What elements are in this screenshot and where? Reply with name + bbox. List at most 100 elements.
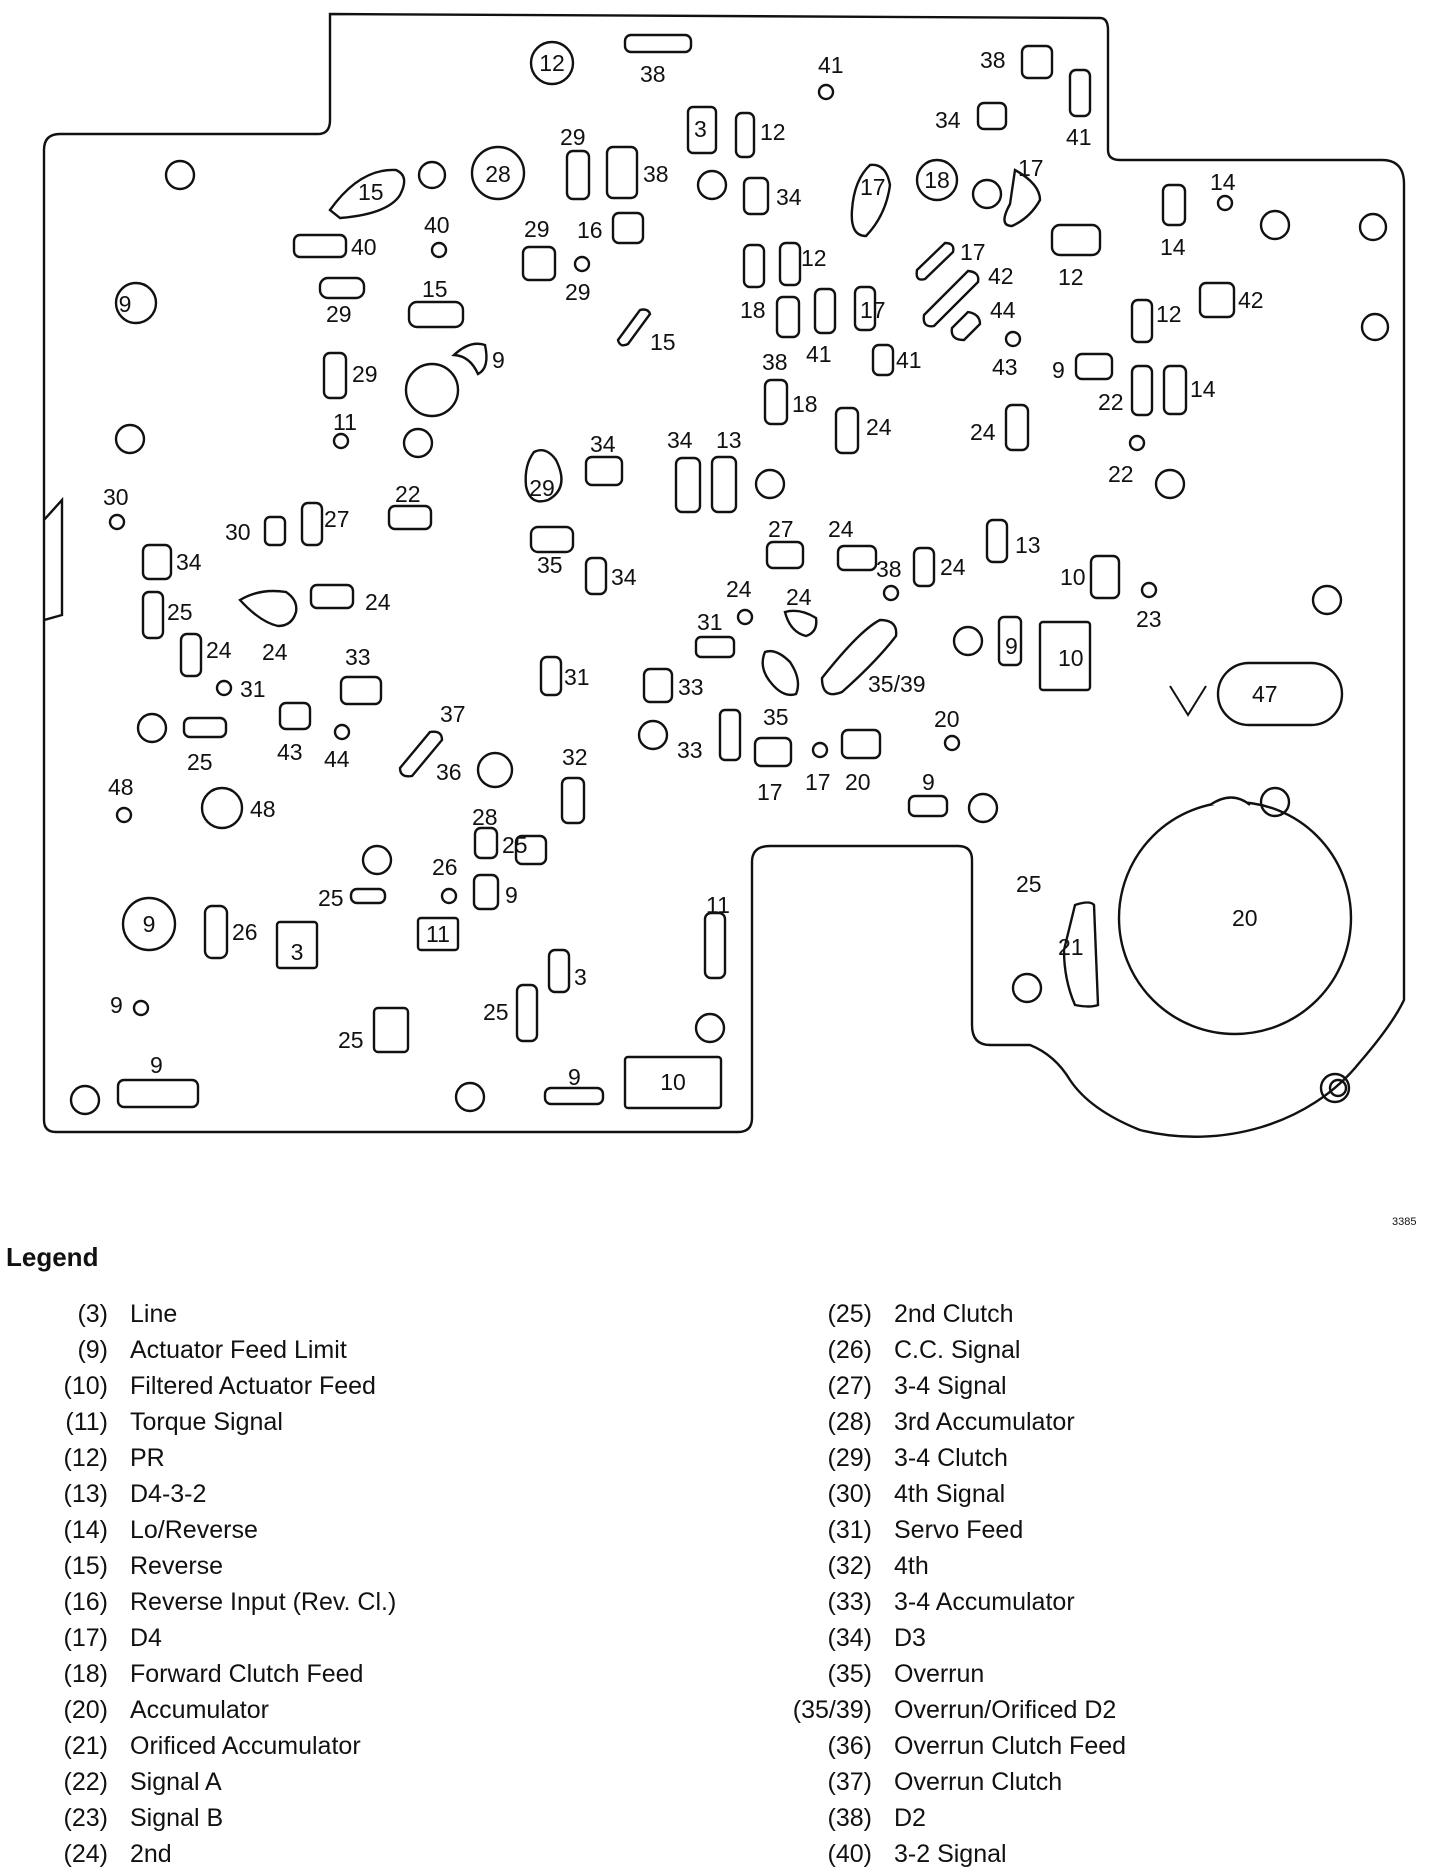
diagram-label: 44 xyxy=(324,746,350,772)
diagram-label: 48 xyxy=(250,796,276,822)
slot xyxy=(703,911,727,980)
hole xyxy=(476,751,514,789)
shape-37 xyxy=(398,730,444,778)
legend-code: (16) xyxy=(63,1587,108,1616)
legend-label: Accumulator xyxy=(130,1695,269,1724)
slot xyxy=(472,873,500,911)
diagram-label: 24 xyxy=(726,576,752,602)
diagram-label: 25 xyxy=(187,749,213,775)
hole xyxy=(1328,1078,1348,1098)
diagram-label: 40 xyxy=(351,234,377,260)
diagram-label: 16 xyxy=(577,217,603,243)
diagram-label: 37 xyxy=(440,701,466,727)
slot xyxy=(742,243,766,289)
legend-code: (25) xyxy=(827,1299,872,1328)
legend-item: (10)Filtered Actuator Feed xyxy=(0,1368,396,1404)
diagram-label: 24 xyxy=(206,637,232,663)
ring-18 xyxy=(915,158,959,202)
small-hole xyxy=(332,432,350,450)
legend-item: (22)Signal A xyxy=(0,1764,396,1800)
legend-label: 3-4 Clutch xyxy=(894,1443,1008,1472)
legend-item: (31)Servo Feed xyxy=(765,1512,1126,1548)
slot xyxy=(778,241,802,287)
small-hole xyxy=(108,513,126,531)
slot xyxy=(1161,183,1187,227)
diagram-label: 35 xyxy=(763,704,789,730)
diagram-label: 14 xyxy=(1210,169,1236,195)
legend-label: Overrun/Orificed D2 xyxy=(894,1695,1117,1724)
legend-item: (13)D4-3-2 xyxy=(0,1476,396,1512)
diagram-label: 12 xyxy=(1156,301,1182,327)
hole xyxy=(402,427,434,459)
diagram-label: 9 xyxy=(1052,357,1065,383)
slot xyxy=(623,33,693,54)
hole xyxy=(1360,312,1390,342)
diagram-label: 15 xyxy=(422,276,448,302)
diagram-label: 9 xyxy=(119,291,132,317)
diagram-label: 9 xyxy=(492,347,505,373)
diagram-label: 35 xyxy=(537,552,563,578)
legend-code: (14) xyxy=(63,1515,108,1544)
diagram-label: 10 xyxy=(1060,564,1086,590)
ring-28 xyxy=(470,145,526,201)
legend-code: (18) xyxy=(63,1659,108,1688)
slot xyxy=(416,916,460,952)
slot xyxy=(1130,298,1154,344)
slot xyxy=(515,983,539,1043)
shape-9-arc xyxy=(451,342,488,376)
legend-label: D4 xyxy=(130,1623,162,1652)
legend-label: 3-4 Accumulator xyxy=(894,1587,1075,1616)
diagram-label: 29 xyxy=(352,361,378,387)
diagram-label: 38 xyxy=(640,61,666,87)
legend-code: (10) xyxy=(63,1371,108,1400)
hole xyxy=(114,423,146,455)
slot xyxy=(1074,352,1114,381)
diagram-label: 35/39 xyxy=(868,671,926,697)
diagram-label: 22 xyxy=(1098,389,1124,415)
diagram-label: 13 xyxy=(716,427,742,453)
diagram-label: 20 xyxy=(1232,905,1258,931)
valve-body-spacer-plate-diagram: 12 38 41 38 34 41 3 12 29 38 28 15 17 18… xyxy=(42,12,1406,1138)
diagram-label: 18 xyxy=(924,167,950,193)
legend-label: Forward Clutch Feed xyxy=(130,1659,364,1688)
diagram-label: 22 xyxy=(1108,461,1134,487)
small-hole xyxy=(1128,434,1146,452)
slot xyxy=(765,540,805,570)
slot xyxy=(141,590,165,640)
diagram-label: 15 xyxy=(650,329,676,355)
slot xyxy=(1050,223,1102,257)
diagram-label: 3 xyxy=(574,964,587,990)
diagram-label: 43 xyxy=(992,354,1018,380)
legend-code: (35/39) xyxy=(792,1695,872,1724)
legend-label: Signal A xyxy=(130,1767,222,1796)
slot xyxy=(275,920,319,970)
slot xyxy=(1020,44,1054,80)
legend-item: (18) Forward Clutch Feed xyxy=(0,1656,396,1692)
diagram-label: 12 xyxy=(760,119,786,145)
slot xyxy=(179,632,203,678)
slot xyxy=(674,456,702,514)
diagram-label: 33 xyxy=(677,737,703,763)
shape-17 xyxy=(850,163,892,238)
small-hole xyxy=(115,806,133,824)
hole xyxy=(1011,972,1043,1004)
legend-label: Reverse xyxy=(130,1551,224,1580)
legend-item: (16)Reverse Input (Rev. Cl.) xyxy=(0,1584,397,1620)
slot xyxy=(853,285,877,332)
shape-24 xyxy=(783,609,818,638)
diagram-label: 41 xyxy=(1066,124,1092,150)
diagram-label: 9 xyxy=(505,882,518,908)
hole xyxy=(952,625,984,657)
slot xyxy=(912,546,936,588)
legend-code: (33) xyxy=(827,1587,872,1616)
diagram-label: 34 xyxy=(776,184,802,210)
small-hole xyxy=(882,584,900,602)
slot xyxy=(1089,554,1121,600)
legend-label: PR xyxy=(130,1443,165,1472)
diagram-label: 20 xyxy=(934,706,960,732)
diagram-label: 9 xyxy=(1005,633,1018,659)
diagram-label: 9 xyxy=(143,911,156,937)
small-hole xyxy=(430,241,448,259)
slot xyxy=(710,455,738,514)
slot xyxy=(840,728,882,760)
